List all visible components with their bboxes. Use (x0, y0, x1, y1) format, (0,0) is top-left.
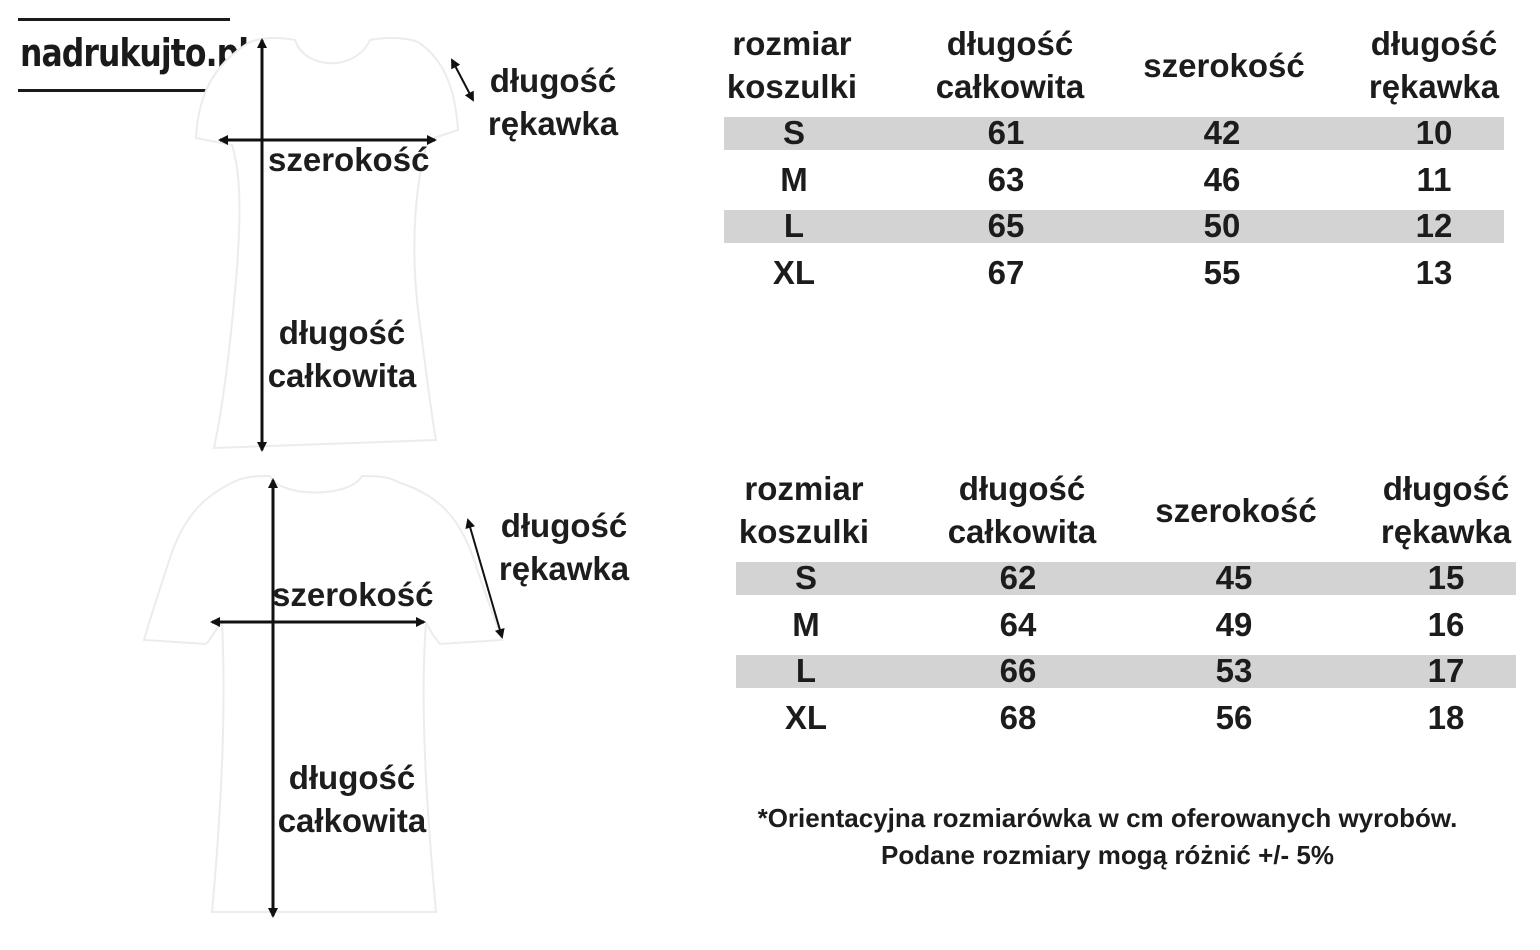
size-disclaimer-note: *Orientacyjna rozmiarówka w cm oferowany… (705, 800, 1510, 874)
table-row: L 66 53 17 (736, 648, 1516, 695)
header-width: szerokość (1155, 492, 1317, 529)
note-line-1: *Orientacyjna rozmiarówka w cm oferowany… (757, 803, 1458, 833)
table-row: L 65 50 12 (724, 203, 1504, 250)
table-row: M 63 46 11 (780, 160, 1452, 198)
logo-text: nadrukujto.pl (20, 31, 249, 75)
classic-width-label: szerokość (272, 576, 434, 613)
fitted-tshirt-figure (194, 37, 474, 452)
note-line-2: Podane rozmiary mogą różnić +/- 5% (881, 840, 1334, 870)
header-width: szerokość (1143, 47, 1305, 84)
classic-tshirt-shape (142, 474, 504, 913)
fitted-sleeve-label: długość rękawka (487, 62, 619, 142)
fitted-width-label: szerokość (268, 141, 430, 178)
classic-length-label: długość całkowita (277, 759, 427, 839)
classic-sleeve-arrow (465, 518, 505, 639)
table-row: S 61 42 10 (724, 110, 1504, 157)
table-row: XL 68 56 18 (784, 699, 1465, 737)
classic-tshirt-figure (142, 474, 505, 918)
fitted-length-label: długość całkowita (267, 314, 417, 394)
table-row: M 64 49 16 (792, 605, 1465, 643)
table-row: XL 67 55 13 (772, 254, 1453, 292)
classic-sleeve-label: długość rękawka (498, 507, 630, 587)
fitted-sleeve-arrow (451, 58, 474, 102)
table-row: S 62 45 15 (736, 555, 1516, 602)
brand-logo: nadrukujto.pl (18, 18, 249, 92)
